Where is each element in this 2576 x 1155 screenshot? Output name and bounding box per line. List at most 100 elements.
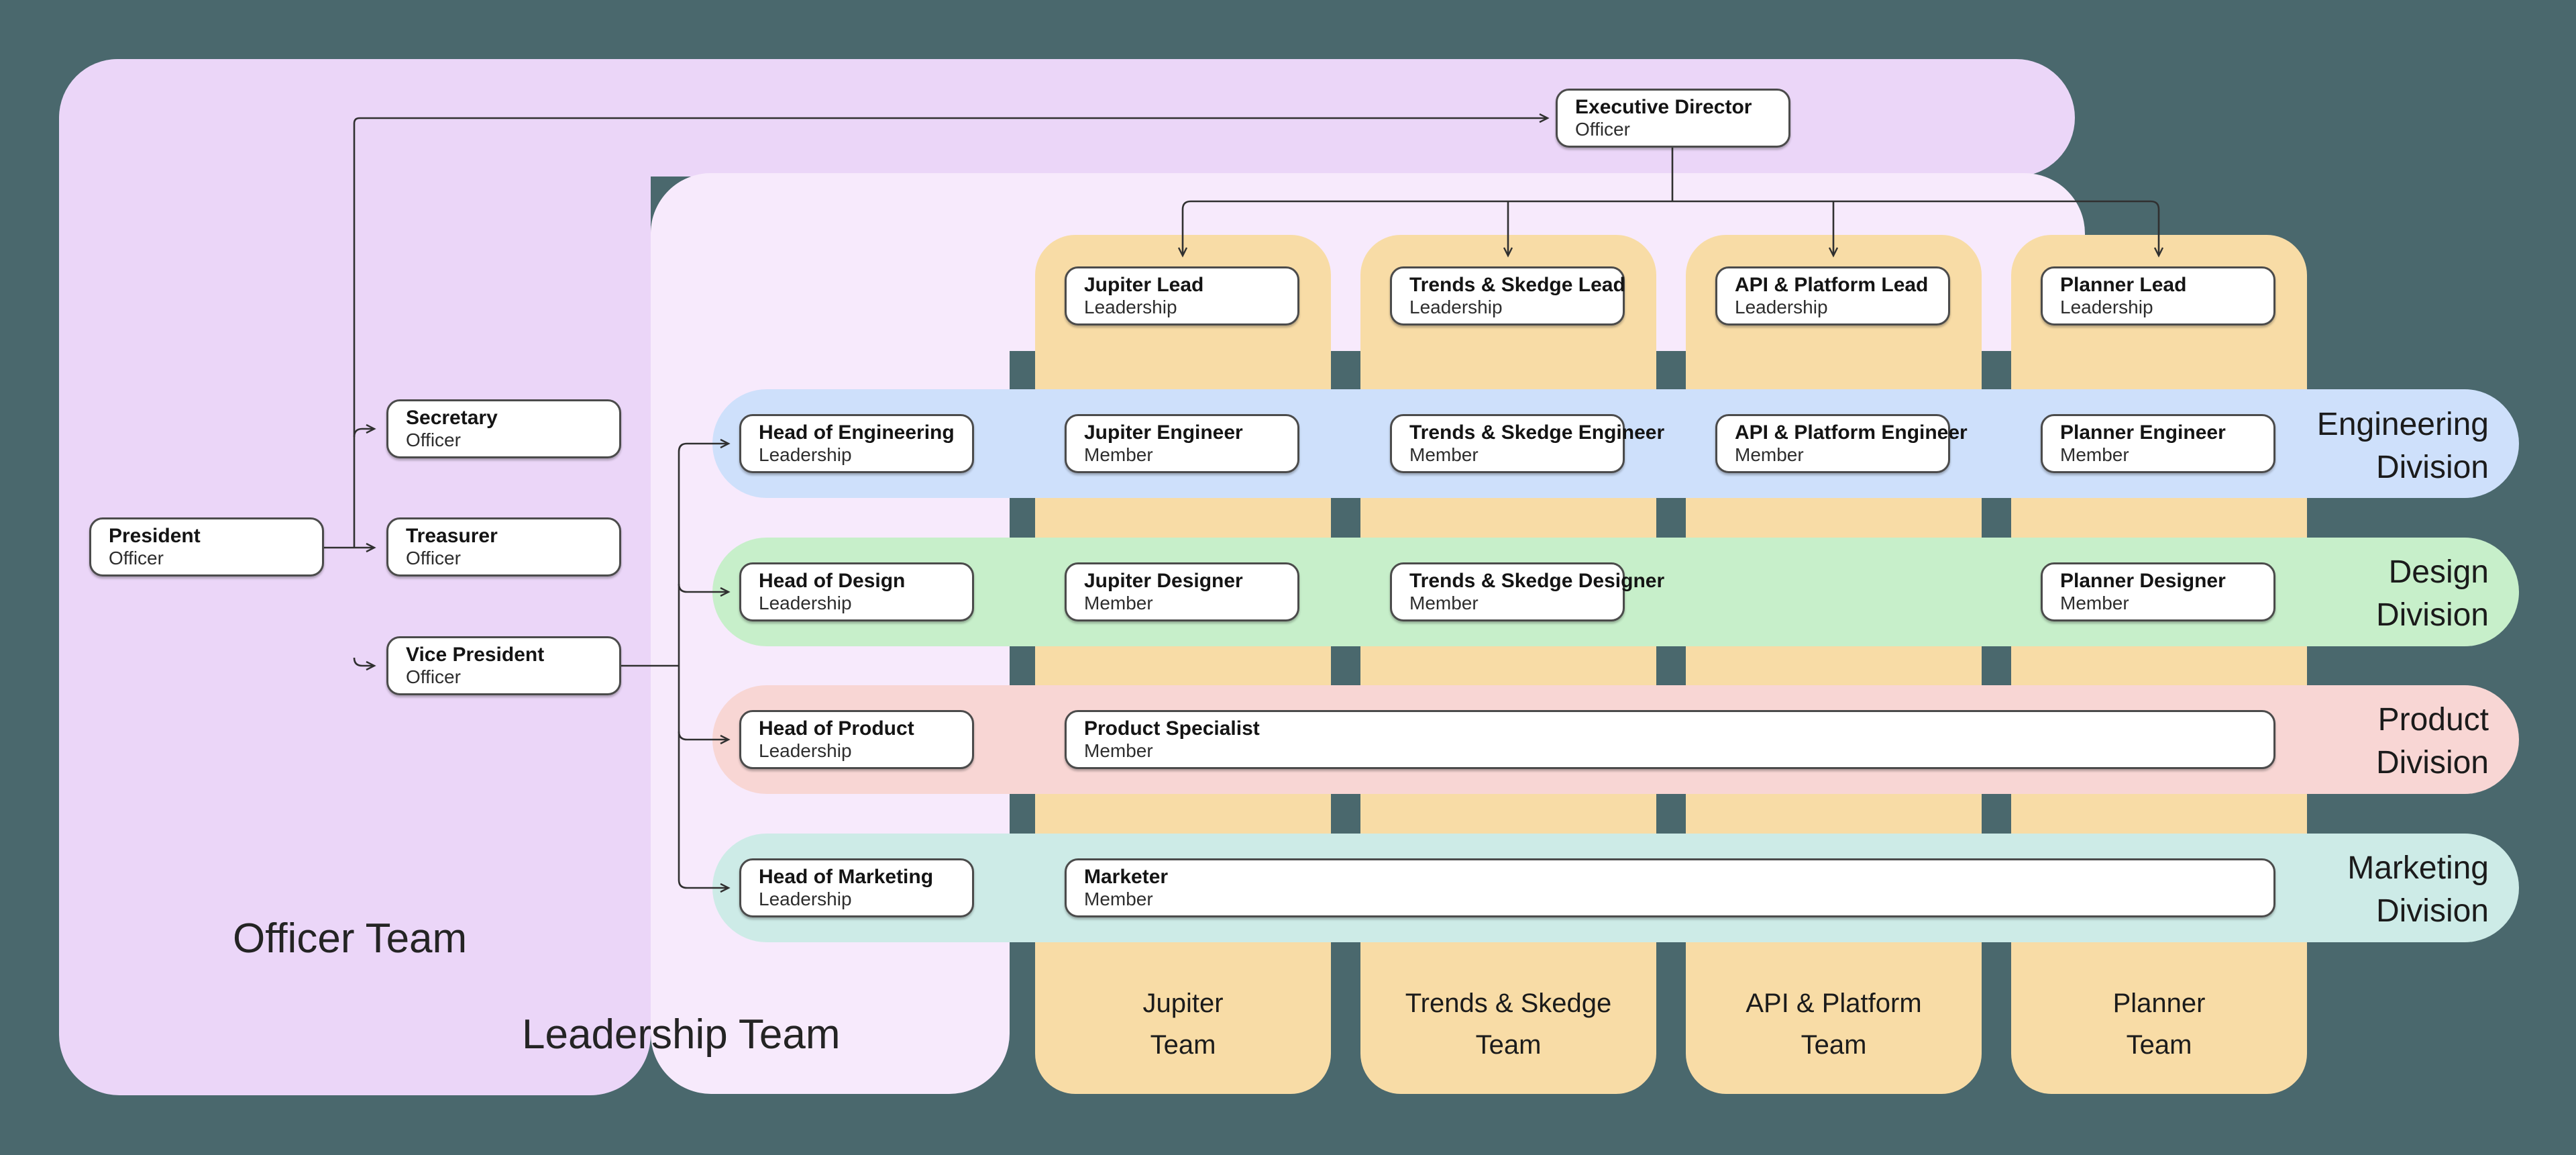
node-trends-skedge-engineer[interactable]: Trends & Skedge Engineer Member <box>1390 414 1665 473</box>
jupiter-team-column <box>1035 235 1331 1094</box>
team-suffix: Team <box>1150 1030 1216 1060</box>
trends-skedge-team-label: Trends & Skedge Team <box>1360 983 1656 1066</box>
node-title: Head of Engineering <box>759 421 955 444</box>
node-subtitle: Member <box>1735 444 1804 465</box>
node-title: Head of Marketing <box>759 866 934 888</box>
connector-vp-head-engineering <box>678 438 731 880</box>
node-planner-lead[interactable]: Planner Lead Leadership <box>2041 266 2275 325</box>
node-api-platform-lead[interactable]: API & Platform Lead Leadership <box>1715 266 1950 325</box>
node-subtitle: Officer <box>1575 119 1630 140</box>
node-title: President <box>109 525 201 547</box>
node-title: Planner Designer <box>2060 570 2226 592</box>
connector-vp-head-product <box>678 731 731 745</box>
node-title: Executive Director <box>1575 96 1752 118</box>
planner-team-label: Planner Team <box>2011 983 2307 1066</box>
node-title: Head of Product <box>759 717 914 740</box>
officer-team-label: Officer Team <box>233 915 468 962</box>
connector-president-executive-director <box>353 113 1550 548</box>
node-subtitle: Member <box>1084 444 1153 465</box>
division-name: Design <box>2388 554 2489 590</box>
node-product-specialist[interactable]: Product Specialist Member <box>1065 710 2275 769</box>
product-division-label: Product Division <box>2376 699 2489 785</box>
node-jupiter-designer[interactable]: Jupiter Designer Member <box>1065 562 1299 621</box>
team-name: Jupiter <box>1142 989 1224 1018</box>
division-name: Product <box>2377 702 2489 738</box>
node-subtitle: Member <box>1084 740 1153 761</box>
node-subtitle: Member <box>1084 889 1153 909</box>
node-title: API & Platform Engineer <box>1735 421 1968 444</box>
node-president[interactable]: President Officer <box>89 517 324 576</box>
node-title: Trends & Skedge Lead <box>1409 274 1625 296</box>
jupiter-team-label: Jupiter Team <box>1035 983 1331 1066</box>
design-division-label: Design Division <box>2376 551 2489 637</box>
leadership-team-label: Leadership Team <box>522 1011 841 1058</box>
node-subtitle: Member <box>2060 593 2129 613</box>
team-name: API & Platform <box>1746 989 1922 1018</box>
node-head-of-design[interactable]: Head of Design Leadership <box>739 562 974 621</box>
node-title: Planner Engineer <box>2060 421 2226 444</box>
node-executive-director[interactable]: Executive Director Officer <box>1556 89 1790 148</box>
node-subtitle: Officer <box>109 548 164 568</box>
node-title: Product Specialist <box>1084 717 1260 740</box>
node-title: Jupiter Lead <box>1084 274 1204 296</box>
node-subtitle: Member <box>1409 444 1479 465</box>
node-title: Trends & Skedge Designer <box>1409 570 1665 592</box>
node-planner-engineer[interactable]: Planner Engineer Member <box>2041 414 2275 473</box>
division-name: Engineering <box>2316 407 2489 442</box>
node-title: Trends & Skedge Engineer <box>1409 421 1665 444</box>
team-suffix: Team <box>2126 1030 2192 1060</box>
node-treasurer[interactable]: Treasurer Officer <box>386 517 621 576</box>
node-title: Secretary <box>406 407 498 429</box>
planner-team-column <box>2011 235 2307 1094</box>
node-title: Vice President <box>406 644 545 666</box>
connector-vp-head-marketing <box>678 879 731 893</box>
api-platform-team-column <box>1686 235 1982 1094</box>
node-api-platform-engineer[interactable]: API & Platform Engineer Member <box>1715 414 1968 473</box>
marketing-division-label: Marketing Division <box>2347 847 2489 933</box>
node-title: Head of Design <box>759 570 906 592</box>
node-head-of-marketing[interactable]: Head of Marketing Leadership <box>739 858 974 917</box>
node-head-of-engineering[interactable]: Head of Engineering Leadership <box>739 414 974 473</box>
engineering-division-label: Engineering Division <box>2317 403 2489 489</box>
node-marketer[interactable]: Marketer Member <box>1065 858 2275 917</box>
node-subtitle: Leadership <box>2060 297 2153 317</box>
connector-president-secretary <box>353 423 376 438</box>
node-subtitle: Leadership <box>1409 297 1503 317</box>
node-title: Planner Lead <box>2060 274 2187 296</box>
division-suffix: Division <box>2375 450 2489 485</box>
node-title: Marketer <box>1084 866 1169 888</box>
node-subtitle: Member <box>2060 444 2129 465</box>
connector-vp-head-design <box>678 583 731 597</box>
node-subtitle: Member <box>1409 593 1479 613</box>
node-title: API & Platform Lead <box>1735 274 1929 296</box>
node-subtitle: Member <box>1084 593 1153 613</box>
node-subtitle: Leadership <box>759 593 852 613</box>
node-subtitle: Leadership <box>1735 297 1828 317</box>
node-secretary[interactable]: Secretary Officer <box>386 399 621 458</box>
node-jupiter-engineer[interactable]: Jupiter Engineer Member <box>1065 414 1299 473</box>
node-subtitle: Officer <box>406 430 461 450</box>
division-suffix: Division <box>2375 597 2489 633</box>
node-head-of-product[interactable]: Head of Product Leadership <box>739 710 974 769</box>
node-planner-designer[interactable]: Planner Designer Member <box>2041 562 2275 621</box>
team-name: Trends & Skedge <box>1405 989 1612 1018</box>
node-subtitle: Leadership <box>759 889 852 909</box>
connector-ed-jupiter-lead <box>1177 200 1672 258</box>
node-vice-president[interactable]: Vice President Officer <box>386 636 621 695</box>
division-suffix: Division <box>2375 745 2489 781</box>
api-platform-team-label: API & Platform Team <box>1686 983 1982 1066</box>
node-jupiter-lead[interactable]: Jupiter Lead Leadership <box>1065 266 1299 325</box>
division-name: Marketing <box>2347 850 2489 886</box>
node-title: Jupiter Designer <box>1084 570 1243 592</box>
node-subtitle: Officer <box>406 548 461 568</box>
connector-ed-planner-lead <box>1672 200 2164 258</box>
node-subtitle: Officer <box>406 666 461 687</box>
node-subtitle: Leadership <box>759 444 852 465</box>
team-name: Planner <box>2112 989 2206 1018</box>
node-trends-skedge-lead[interactable]: Trends & Skedge Lead Leadership <box>1390 266 1625 325</box>
node-subtitle: Leadership <box>759 740 852 761</box>
node-trends-skedge-designer[interactable]: Trends & Skedge Designer Member <box>1390 562 1665 621</box>
connector-president-vice-president <box>353 657 376 671</box>
